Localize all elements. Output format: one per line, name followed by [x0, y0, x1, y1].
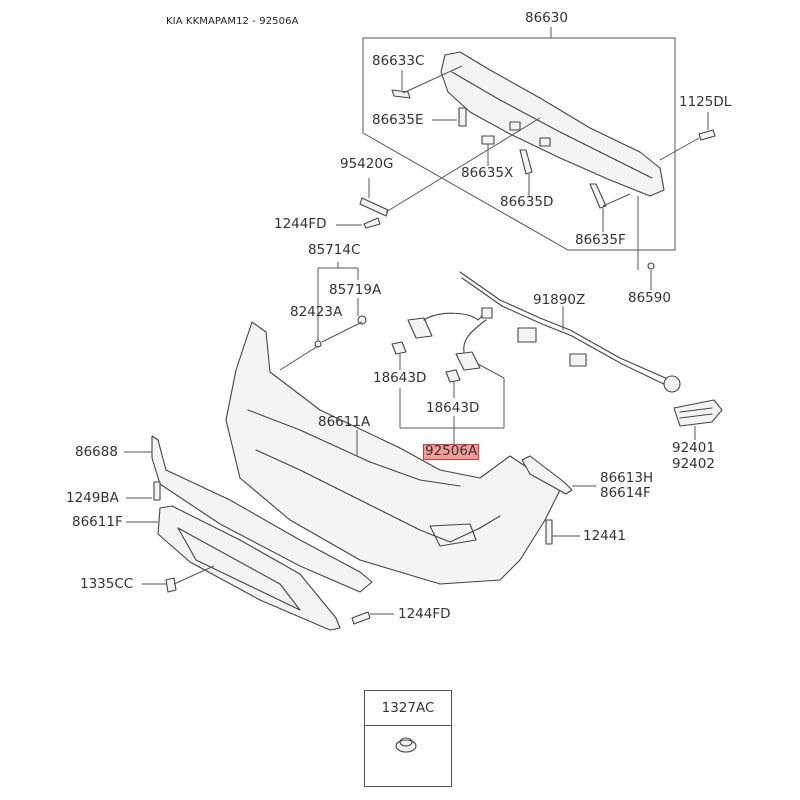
connector — [517, 327, 537, 343]
bulb-18643D — [445, 369, 461, 383]
label-1249BA[interactable]: 1249BA — [66, 490, 119, 506]
clip-1335CC — [165, 577, 177, 593]
label-85714C[interactable]: 85714C — [308, 242, 361, 258]
diagram-title: KIA KKMAPAM12 - 92506A — [166, 16, 299, 27]
label-86630[interactable]: 86630 — [525, 10, 568, 26]
part-box-1327AC: 1327AC — [364, 690, 452, 787]
beam-detail — [451, 71, 653, 179]
label-92506A-highlighted[interactable]: 92506A — [423, 443, 480, 460]
label-86688[interactable]: 86688 — [75, 444, 118, 460]
bolt-1244FD-top — [363, 217, 381, 229]
grommet-82423A — [314, 340, 322, 348]
label-1327AC[interactable]: 1327AC — [365, 691, 451, 726]
label-1244FD-bottom[interactable]: 1244FD — [398, 606, 451, 622]
label-86611F[interactable]: 86611F — [72, 514, 123, 530]
bolt-1249BA — [153, 481, 161, 501]
connector — [569, 353, 587, 367]
reflector-92401 — [673, 399, 723, 427]
label-1335CC[interactable]: 1335CC — [80, 576, 134, 592]
clip-86590 — [647, 262, 655, 270]
label-1125DL[interactable]: 1125DL — [679, 94, 732, 110]
label-18643D-b[interactable]: 18643D — [426, 400, 480, 416]
label-86635X[interactable]: 86635X — [461, 165, 514, 181]
label-95420G[interactable]: 95420G — [340, 156, 394, 172]
label-91890Z[interactable]: 91890Z — [533, 292, 586, 308]
label-18643D-a[interactable]: 18643D — [373, 370, 427, 386]
bolt-1244FD-bottom — [351, 611, 371, 625]
bracket-86635X — [481, 135, 495, 145]
beam-slot — [539, 137, 551, 147]
label-86635E[interactable]: 86635E — [372, 112, 424, 128]
label-92402[interactable]: 92402 — [672, 456, 715, 472]
bracket-86635D — [519, 149, 533, 175]
skid-plate-panel — [177, 527, 301, 611]
label-1244FD-top[interactable]: 1244FD — [274, 216, 327, 232]
bumper-beam — [440, 51, 665, 197]
label-86614F[interactable]: 86614F — [600, 485, 651, 501]
label-86633C[interactable]: 86633C — [372, 53, 425, 69]
bracket-86635F — [589, 183, 607, 209]
label-86613H[interactable]: 86613H — [600, 470, 654, 486]
label-12441[interactable]: 12441 — [583, 528, 626, 544]
skid-plate-86611F — [157, 505, 341, 631]
label-86611A[interactable]: 86611A — [318, 414, 371, 430]
sensor — [663, 375, 681, 393]
lamp-wire — [423, 311, 487, 321]
label-86590[interactable]: 86590 — [628, 290, 671, 306]
license-lamp — [407, 317, 433, 339]
bulb-18643D — [391, 341, 407, 355]
label-86635D[interactable]: 86635D — [500, 194, 554, 210]
bumper-inner — [247, 409, 461, 487]
label-82423A[interactable]: 82423A — [290, 304, 343, 320]
bracket-95420G — [359, 197, 389, 217]
bumper-reflector-hole — [429, 523, 477, 547]
license-lamp-2 — [455, 351, 481, 371]
label-86635F[interactable]: 86635F — [575, 232, 626, 248]
clip-85719A — [357, 315, 367, 325]
bumper-inner — [255, 449, 501, 543]
bracket-86635E — [458, 107, 467, 127]
label-92401[interactable]: 92401 — [672, 440, 715, 456]
beam-slot — [509, 121, 521, 131]
assembly-box-86630 — [362, 37, 676, 251]
lamp-connector — [481, 307, 493, 319]
label-85719A[interactable]: 85719A — [329, 282, 382, 298]
bumper-cover-86611A — [225, 321, 561, 585]
side-bracket-86613H — [521, 455, 573, 495]
screw-12441 — [545, 519, 553, 545]
bolt-1125DL — [698, 129, 716, 141]
wiring-harness-91890Z — [459, 271, 671, 381]
